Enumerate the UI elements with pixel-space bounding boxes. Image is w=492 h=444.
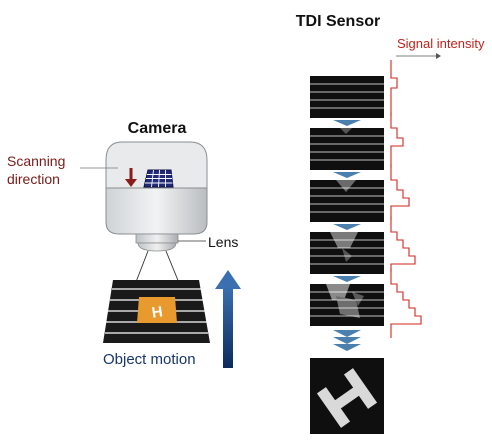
object-motion-arrow xyxy=(215,270,241,368)
object-motion-label: Object motion xyxy=(103,351,196,368)
signal-graph-2 xyxy=(390,112,404,168)
tdi-stage-5 xyxy=(310,284,384,326)
transfer-arrow-1 xyxy=(333,120,361,126)
tdi-stage-2 xyxy=(310,128,384,170)
tdi-stage-1 xyxy=(310,76,384,118)
scanning-direction-label: Scanning direction xyxy=(7,153,69,187)
output-arrows xyxy=(333,330,361,351)
object-glyph: H xyxy=(151,303,164,321)
lens-label: Lens xyxy=(208,234,238,250)
transfer-arrow-2 xyxy=(333,172,361,178)
tdi-stage-4 xyxy=(310,232,384,274)
signal-graph-3 xyxy=(390,164,410,220)
transfer-arrow-3 xyxy=(333,224,361,230)
camera-label: Camera xyxy=(128,120,187,137)
signal-graph-1 xyxy=(390,60,398,116)
tdi-stage-3 xyxy=(310,180,384,222)
signal-graph-5 xyxy=(390,268,422,338)
object-plane: H xyxy=(103,280,210,343)
signal-graph-4 xyxy=(390,216,416,272)
camera-body xyxy=(105,141,208,235)
lens xyxy=(135,233,179,252)
sensor-grid-icon xyxy=(143,169,174,188)
tdi-output-image xyxy=(310,358,384,434)
transfer-arrow-4 xyxy=(333,276,361,282)
tdi-sensor-title: TDI Sensor xyxy=(296,13,380,30)
signal-intensity-label: Signal intensity xyxy=(397,36,485,51)
